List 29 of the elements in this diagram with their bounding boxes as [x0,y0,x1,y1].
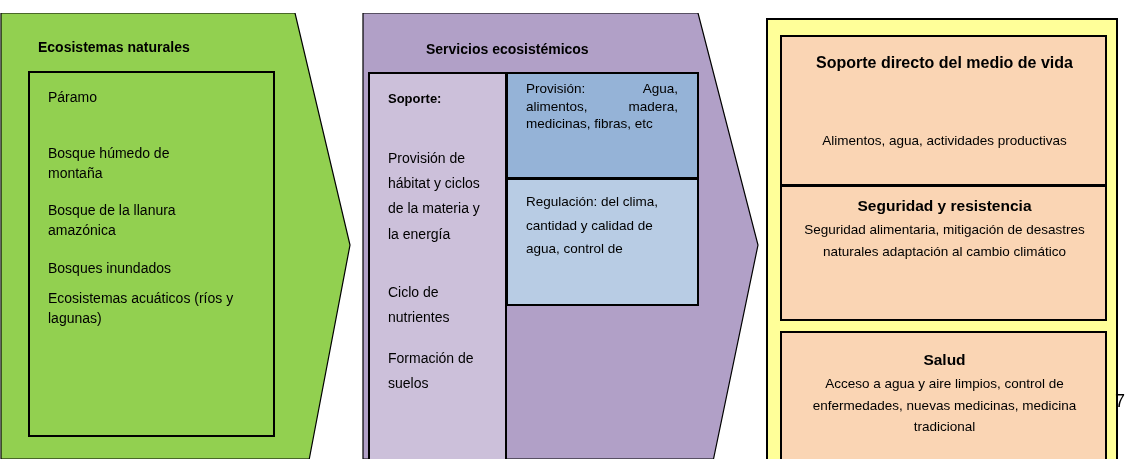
benefit-box [780,185,1107,321]
regulation-box [506,178,699,306]
support-box [368,72,507,459]
body-text: Provisión: Agua, alimentos, madera, medicinas, fibras, etc [526,80,678,133]
heading-text: Soporte directo del medio de vida [815,53,1074,73]
heading-text: Servicios ecosistémicos [426,40,590,59]
heading-text: Salud [922,350,967,370]
list-box [28,71,275,437]
provision-box [506,72,699,179]
body-text: Ecosistemas acuáticos (ríos y lagunas) [48,289,235,329]
heading-text: Ecosistemas naturales [38,38,191,57]
body-text: Provisión de hábitat y ciclos de la materia y la energía [388,149,481,244]
body-text: Páramo [48,88,99,107]
body-text: Ciclo de nutrientes [388,283,451,328]
body-text: Alimentos, agua, actividades productivas [822,132,1067,150]
body-text: Regulación: del clima, cantidad y calidad de agua, control de [526,193,660,259]
body-text: Seguridad alimentaria, mitigación de desastres naturales adaptación al cambio climático [803,221,1086,261]
body-text: Bosque húmedo de montaña [48,144,171,184]
body-text: Formación de suelos [388,349,475,394]
heading-text: Seguridad y resistencia [856,196,1033,216]
panel-background [766,18,1118,459]
body-text: Bosques inundados [48,259,172,278]
chevron-shape [362,13,760,459]
benefit-box [780,35,1107,186]
heading-text: Soporte: [388,90,443,108]
chevron-shape [0,13,352,459]
benefit-box [780,331,1107,459]
body-text: Acceso a agua y aire limpios, control de enfermedades, nuevas medicinas, medicina tradicional [811,375,1078,437]
body-text: Bosque de la llanura amazónica [48,201,177,241]
